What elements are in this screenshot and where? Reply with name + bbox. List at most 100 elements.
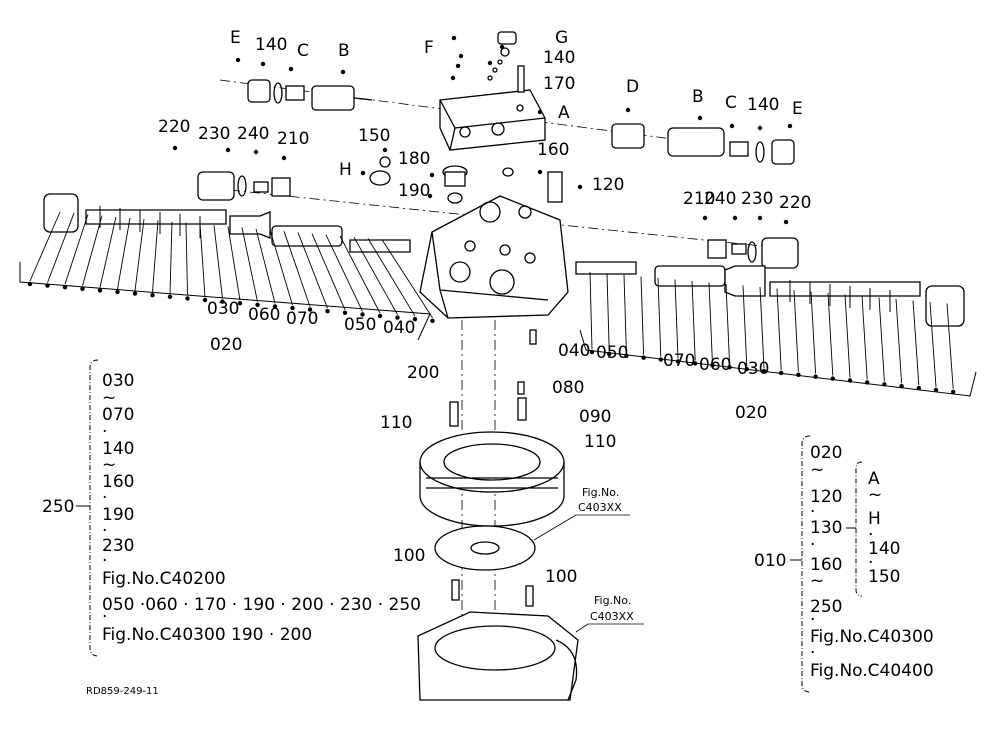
right-mid-valve	[707, 237, 799, 269]
part-dot	[757, 125, 763, 131]
legend-010-line: 160	[810, 555, 842, 575]
part-dot	[458, 53, 464, 59]
leader-line	[283, 231, 311, 307]
leader-line	[708, 282, 713, 363]
part-dot	[272, 304, 278, 309]
callout-A: A	[558, 103, 570, 123]
leader-line	[325, 234, 363, 312]
part-dot	[27, 281, 33, 287]
part-dot	[779, 370, 784, 376]
part-dot	[237, 301, 243, 306]
part-dot	[253, 149, 259, 155]
callout-H: H	[339, 160, 352, 180]
part-dot	[451, 35, 457, 41]
callout-G: G	[555, 28, 568, 48]
callout-210-left: 210	[277, 129, 309, 149]
part-dot	[813, 374, 818, 379]
legend-250-line: Fig.No.C40300 190 · 200	[102, 625, 312, 645]
leader-line	[227, 226, 241, 301]
legend-010-line: Fig.No.C40400	[810, 661, 934, 681]
part-dot	[577, 184, 583, 190]
part-dot	[744, 366, 749, 372]
callout-110-left: 110	[380, 413, 412, 433]
callout-060-left: 060	[248, 305, 280, 325]
leader-line	[367, 238, 416, 317]
leader-line	[606, 273, 610, 351]
part-dot	[255, 302, 260, 307]
part-dot	[499, 44, 505, 50]
part-dot	[235, 57, 241, 63]
callout-170: 170	[543, 74, 575, 94]
legend-010-sub-line: 150	[868, 567, 900, 587]
legend-250: 250 030~070·140~160·190·230·Fig.No.C4020…	[42, 359, 421, 657]
leader-line	[82, 215, 103, 286]
part-dot	[830, 376, 835, 381]
callout-C-right: C	[725, 93, 737, 113]
part-dot	[732, 215, 738, 221]
callout-020-right: 020	[735, 403, 767, 423]
part-dot	[783, 219, 789, 225]
part-dot	[787, 123, 793, 129]
legend-010-line: 120	[810, 487, 842, 507]
part-dot	[658, 357, 663, 362]
callout-240-right: 240	[704, 189, 736, 209]
part-dot	[916, 385, 921, 391]
legend-250-line: 030	[102, 371, 134, 391]
part-dot	[342, 310, 348, 315]
legend-250-line: ·	[102, 422, 107, 442]
legend-010-line: ·	[810, 502, 815, 522]
callout-140-left: 140	[255, 35, 287, 55]
legend-010-line: ·	[810, 610, 815, 630]
leader-line	[134, 219, 145, 291]
legend-250-line: ~	[102, 455, 116, 475]
part-dot	[225, 147, 231, 153]
legend-250-line: 160	[102, 472, 134, 492]
callout-020-left: 020	[210, 335, 242, 355]
part-dot	[727, 365, 732, 370]
leader-line	[793, 289, 799, 372]
part-dot	[150, 293, 155, 298]
part-dot	[697, 115, 703, 121]
callout-220-left: 220	[158, 117, 190, 137]
leader-line	[759, 286, 765, 369]
callout-210-right: 210	[683, 189, 715, 209]
callout-220-right: 220	[779, 193, 811, 213]
left-mid-valve	[197, 171, 291, 201]
legend-250-line: ·	[102, 521, 107, 541]
part-dot	[202, 297, 208, 303]
leader-line	[912, 300, 920, 386]
leader-line	[152, 220, 159, 293]
legend-010-line: ~	[810, 460, 824, 480]
valve-block-a	[439, 89, 546, 151]
leader-line	[381, 239, 433, 319]
part-dot	[412, 317, 418, 322]
part-dot	[757, 215, 763, 221]
legend-250-lines: 030~070·140~160·190·230·Fig.No.C40200050…	[102, 371, 421, 645]
callout-140-top: 140	[543, 48, 575, 68]
callout-labels: E 140 C B F G 140 170 A D B C 140 E 220 …	[158, 28, 811, 587]
leader-lines	[29, 211, 954, 389]
thrust-plate	[434, 525, 536, 571]
callout-B-left: B	[338, 41, 350, 61]
legend-010-lines: 020~120·130·160~250·Fig.No.C40300·Fig.No…	[810, 443, 934, 681]
fig-ref-2-line1: Fig.No.	[594, 594, 631, 607]
legend-250-line: ·	[102, 551, 107, 571]
legend-010-line: 130	[810, 518, 842, 538]
right-parts-baseline	[579, 329, 977, 397]
part-dot	[430, 318, 435, 323]
legend-250-line: Fig.No.C40200	[102, 569, 226, 589]
part-dot	[899, 384, 904, 389]
callout-070-right: 070	[663, 351, 695, 371]
callout-040-left: 040	[383, 318, 415, 338]
leader-line	[353, 236, 398, 315]
leader-line	[297, 232, 328, 309]
fig-ref-1-line2: C403XX	[578, 501, 622, 514]
part-dot	[796, 372, 801, 377]
leader-line	[241, 227, 258, 302]
leader-line	[213, 225, 223, 299]
callout-B-right: B	[692, 87, 704, 107]
left-upper-cartridge	[247, 79, 373, 111]
part-dot	[675, 359, 681, 364]
part-dot	[260, 61, 266, 67]
part-dot	[455, 63, 461, 69]
